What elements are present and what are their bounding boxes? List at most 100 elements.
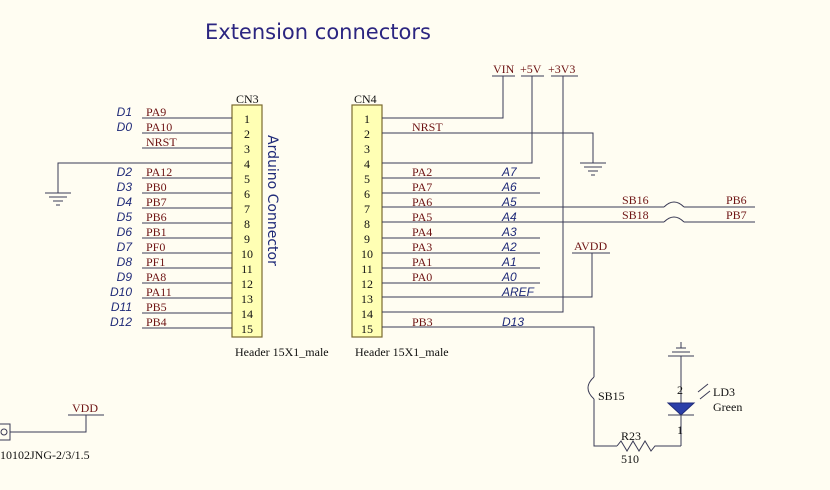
cn3-arduino-label: D11	[111, 300, 132, 314]
5v-wire	[382, 76, 533, 164]
cn3-arduino-label: D5	[117, 210, 133, 224]
cn3-pin-number: 2	[244, 127, 250, 141]
cn3-ref: CN3	[236, 92, 259, 106]
sb16-net: PB6	[726, 193, 747, 207]
r23-ref: R23	[621, 429, 641, 443]
ld3-color: Green	[713, 400, 742, 414]
vdd-connector: VDD 10102JNG-2/3/1.5	[0, 401, 104, 462]
cn4-arduino-label: A7	[501, 165, 518, 179]
cn3-gnd-wire	[57, 162, 232, 193]
cn3-arduino-label: D6	[117, 225, 133, 239]
ground-symbol	[45, 192, 71, 206]
cn3-arduino-label: D7	[117, 240, 134, 254]
cn3-pin-number: 6	[244, 187, 250, 201]
cn3-pin-number: 1	[244, 112, 250, 126]
cn3-pin-number: 9	[244, 232, 250, 246]
cn3-net-label: PB5	[146, 300, 167, 314]
sb15-symbol	[587, 376, 595, 400]
cn3-pin-number: 3	[244, 142, 250, 156]
cn4-net-label: PA3	[412, 240, 432, 254]
3v3-wire	[382, 76, 564, 313]
cn3-pin-number: 7	[244, 202, 250, 216]
sb18-label: SB18	[622, 208, 649, 222]
cn4-net-label: PB3	[412, 315, 433, 329]
cn4-net-label: PA6	[412, 195, 432, 209]
cn4-net-label: PA5	[412, 210, 432, 224]
r23-symbol	[616, 440, 681, 452]
cn3-pin-number: 14	[241, 307, 253, 321]
3v3-label: +3V3	[548, 62, 575, 76]
cn4-ref: CN4	[354, 92, 377, 106]
cn3-net-label: NRST	[146, 135, 177, 149]
cn3-pin-number: 12	[241, 277, 253, 291]
cn4-pin-number: 4	[364, 157, 370, 171]
cn4-net-label: PA0	[412, 270, 432, 284]
led-pin-top: 2	[677, 383, 683, 397]
cn3-arduino-label: D4	[117, 195, 133, 209]
cn3-arduino-label: D1	[117, 105, 132, 119]
cn4-pin-number: 3	[364, 142, 370, 156]
cn3-pin-number: 10	[241, 247, 253, 261]
cn4-arduino-label: A1	[501, 255, 517, 269]
cn3-net-label: PB0	[146, 180, 167, 194]
cn3-part: Header 15X1_male	[235, 345, 329, 359]
cn4-arduino-label: A0	[501, 270, 517, 284]
cn4-pin-number: 13	[361, 292, 373, 306]
sb16-label: SB16	[622, 193, 649, 207]
cn4-arduino-label: A4	[501, 210, 517, 224]
cn3-net-label: PA11	[146, 285, 172, 299]
pb3-wire	[382, 326, 595, 377]
cn3-net-label: PA12	[146, 165, 172, 179]
sb15-wire	[593, 399, 617, 447]
cn4-net-label: PA1	[412, 255, 432, 269]
cn3-pin-number: 4	[244, 157, 250, 171]
cn4-pin-number: 11	[361, 262, 373, 276]
cn3-vertical-label: Arduino Connector	[264, 135, 280, 266]
cn3-net-label: PA10	[146, 120, 172, 134]
cn4-pin-number: 9	[364, 232, 370, 246]
cn4-net-label: PA4	[412, 225, 432, 239]
cn4-arduino-label: AREF	[501, 285, 535, 299]
led-symbol	[666, 402, 696, 416]
cn3-net-label: PB7	[146, 195, 167, 209]
cn4-pin-number: 1	[364, 112, 370, 126]
cn3-pin-number: 11	[241, 262, 253, 276]
led-pin-bottom: 1	[677, 423, 683, 437]
cn4-pin-number: 8	[364, 217, 370, 231]
cn4-pin-number: 12	[361, 277, 373, 291]
cn4-arduino-label: A6	[501, 180, 517, 194]
cn3-net-label: PB4	[146, 315, 167, 329]
cn3-pin-number: 8	[244, 217, 250, 231]
avdd-label: AVDD	[574, 239, 607, 253]
vdd-label: VDD	[72, 401, 98, 415]
cn4-net-label: PA7	[412, 180, 432, 194]
cn4-pin-number: 2	[364, 127, 370, 141]
cn3-arduino-label: D3	[117, 180, 133, 194]
cn3-arduino-label: D10	[110, 285, 132, 299]
cn3-net-label: PA9	[146, 105, 166, 119]
cn4-arduino-label: A5	[501, 195, 517, 209]
ground-symbol-led	[668, 342, 694, 357]
cn3-arduino-label: D0	[117, 120, 133, 134]
cn3-net-label: PF0	[146, 240, 165, 254]
cn3-net-label: PB6	[146, 210, 167, 224]
cn3-body	[231, 104, 263, 338]
cn4-body	[351, 104, 383, 338]
r23-value: 510	[621, 452, 639, 466]
cn3-net-label: PA8	[146, 270, 166, 284]
cn3-net-label: PF1	[146, 255, 165, 269]
5v-label: +5V	[520, 62, 542, 76]
page-title: Extension connectors	[205, 20, 431, 44]
cn4-net-label: NRST	[412, 120, 443, 134]
cn4-gnd-wire	[382, 132, 594, 163]
cn3-pin-number: 15	[241, 322, 253, 336]
cn3-arduino-label: D9	[117, 270, 133, 284]
cn3-arduino-label: D2	[117, 165, 133, 179]
ground-symbol-cn4	[580, 162, 606, 176]
connector-cn3: CN3 Arduino Connector Header 15X1_male 1…	[45, 92, 329, 359]
cn4-net-label: PA2	[412, 165, 432, 179]
cn4-pin-number: 5	[364, 172, 370, 186]
cn3-arduino-label: D8	[117, 255, 133, 269]
